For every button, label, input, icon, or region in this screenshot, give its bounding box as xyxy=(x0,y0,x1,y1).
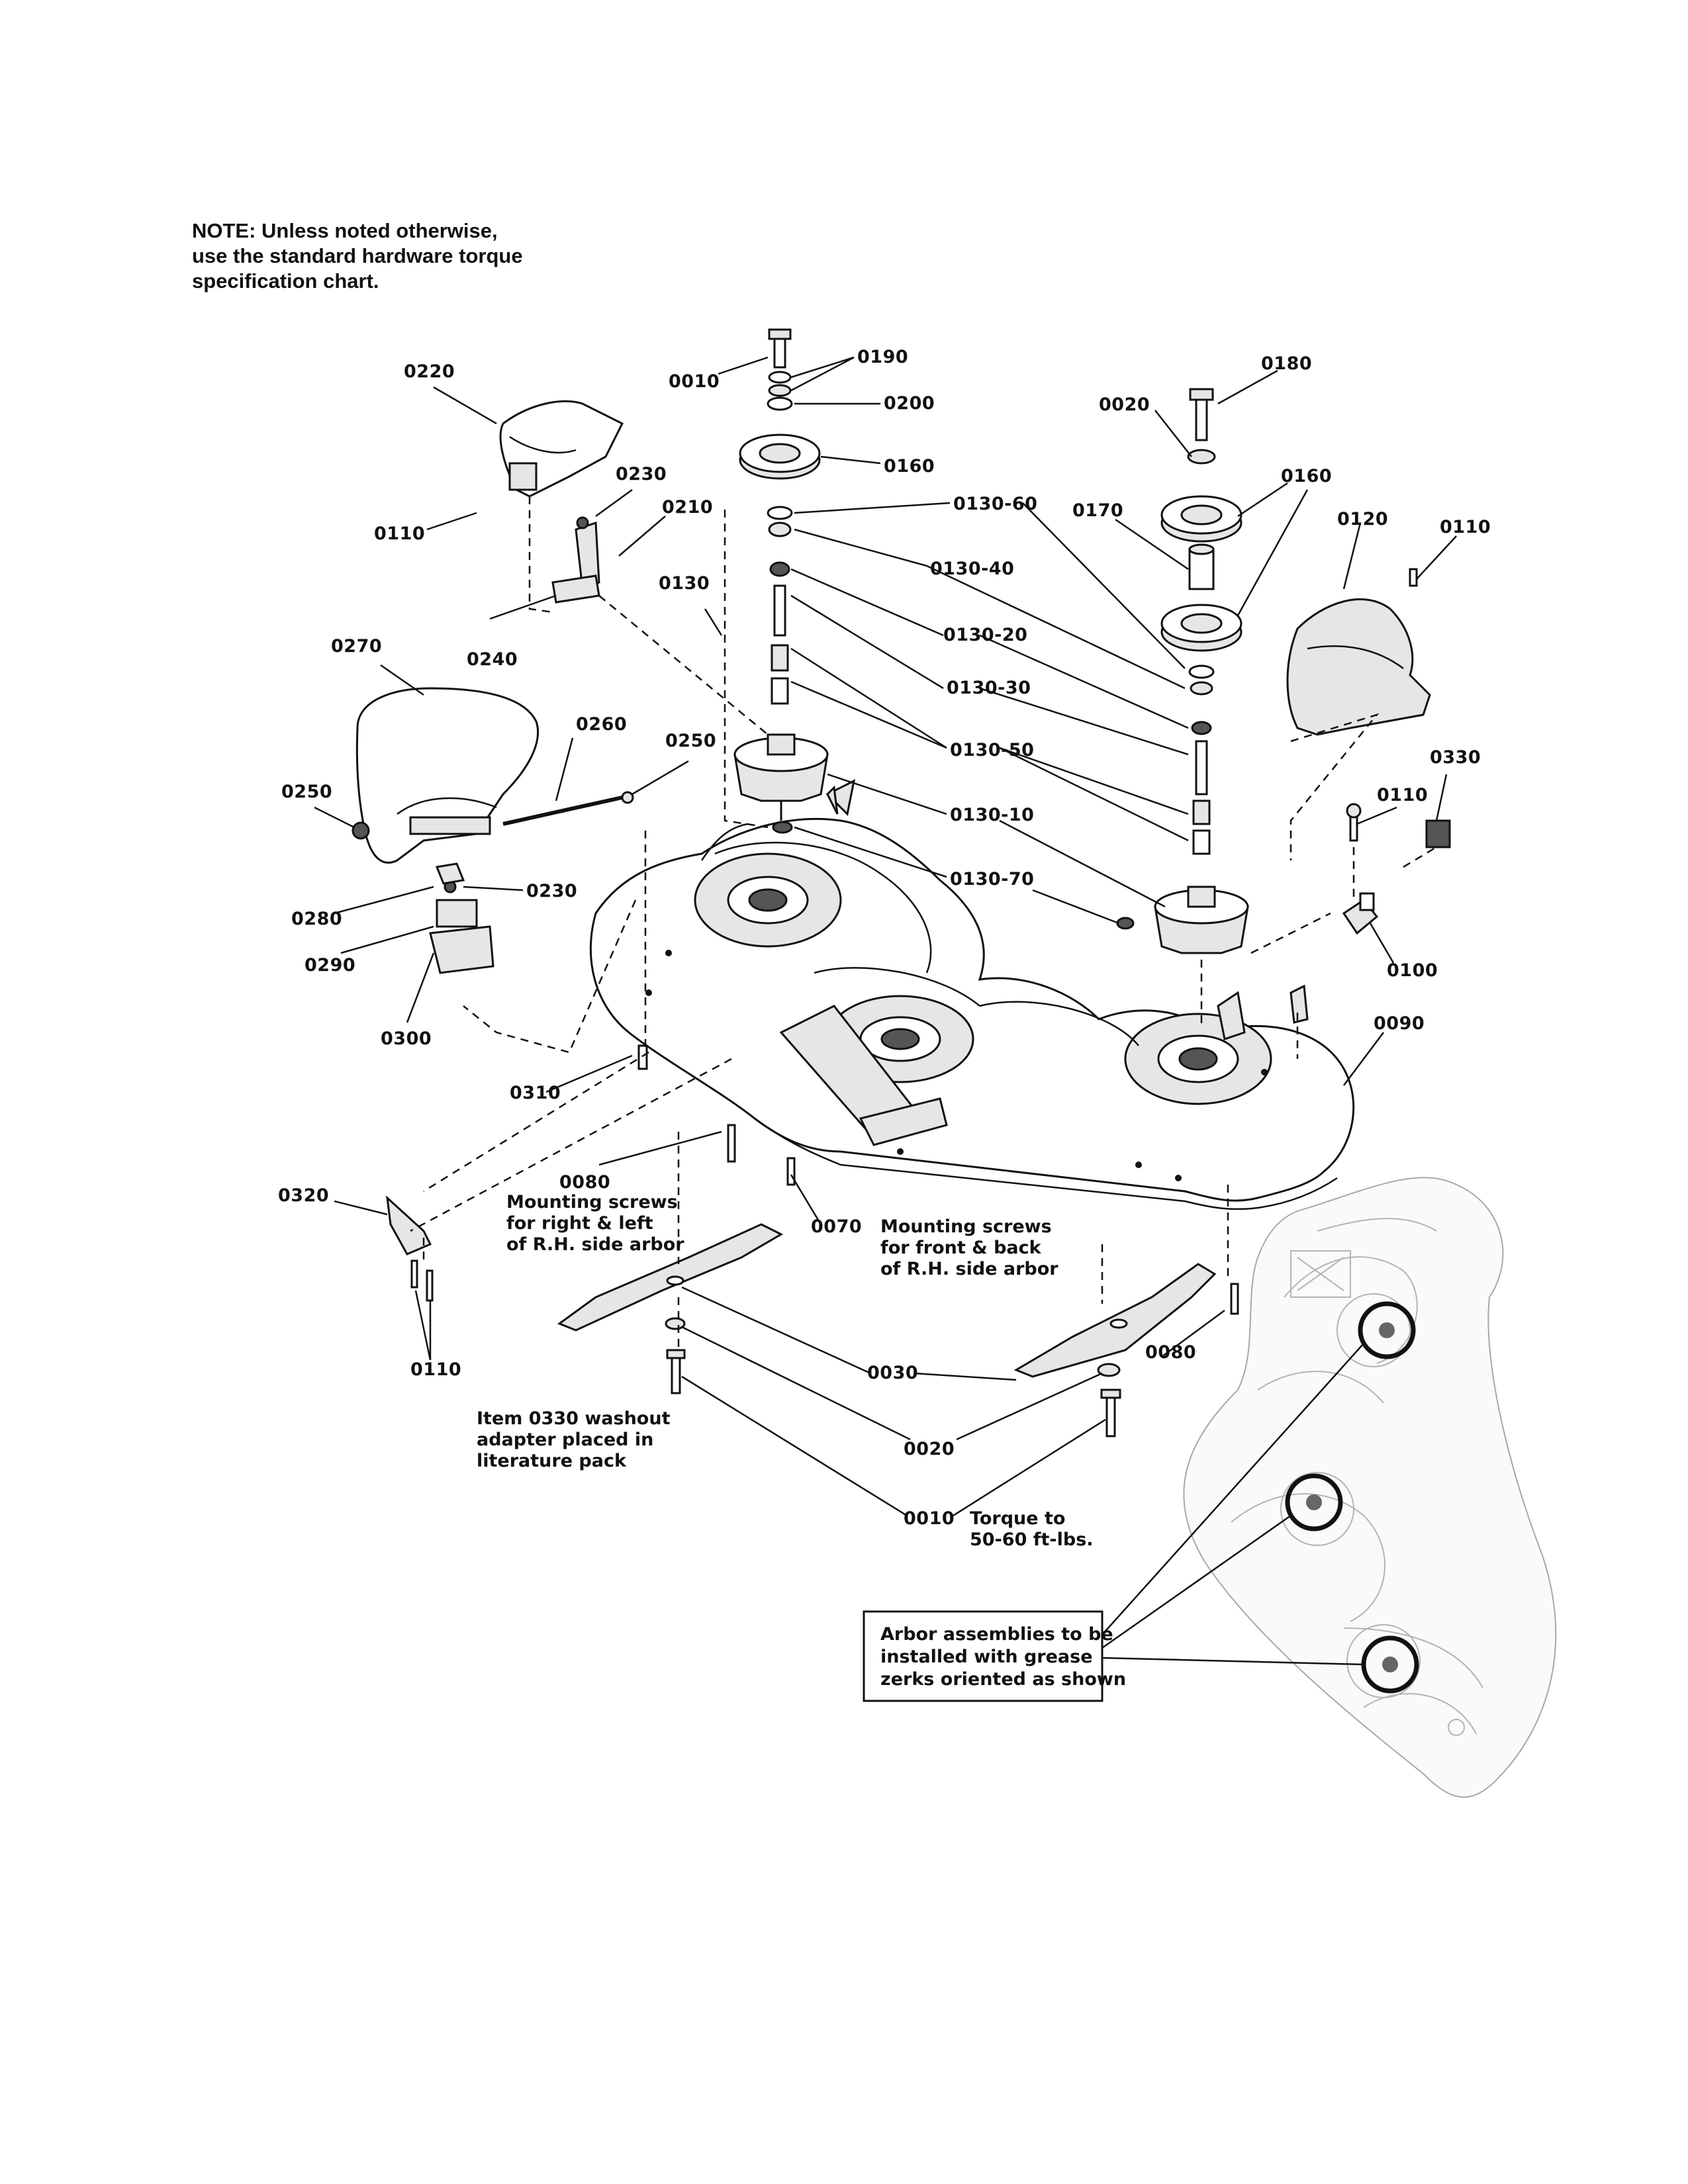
callout-0330: 0330 xyxy=(1430,747,1481,768)
callout-0080: 0080 xyxy=(559,1172,610,1193)
annotation-washout: Item 0330 washout xyxy=(477,1408,671,1429)
arbor-note-box xyxy=(863,1610,1103,1702)
callout-0130-60: 0130-60 xyxy=(953,494,1037,514)
bracket-0320 xyxy=(386,1195,434,1302)
callout-0130-30: 0130-30 xyxy=(947,678,1031,698)
callout-0110: 0110 xyxy=(1377,785,1428,805)
annotation-mounting-fb: Mounting screws xyxy=(880,1216,1052,1237)
callout-0130-50: 0130-50 xyxy=(950,740,1034,760)
callout-0160: 0160 xyxy=(884,456,935,477)
annotation-washout: literature pack xyxy=(477,1451,627,1471)
callout-labels: 0010 0190 0200 0160 0130-60 0130-40 0130… xyxy=(278,347,1491,1529)
bracket-0290-0300 xyxy=(429,862,494,974)
callout-0310: 0310 xyxy=(510,1083,561,1103)
mower-deck-housing xyxy=(589,779,1355,1210)
note-line: specification chart. xyxy=(192,269,379,293)
alignment-lines xyxy=(410,496,1437,1350)
annotation-mounting-rl: Mounting screws xyxy=(506,1192,678,1212)
callout-0130-20: 0130-20 xyxy=(943,625,1027,645)
callout-0110: 0110 xyxy=(374,523,425,544)
zerk-adapter-0100-0330 xyxy=(1342,568,1451,935)
callout-0280: 0280 xyxy=(291,909,342,929)
guard-0220 xyxy=(499,400,624,498)
hinge-rod-0260 xyxy=(502,791,634,826)
callout-0220: 0220 xyxy=(404,361,455,382)
chute-0270 xyxy=(352,687,539,864)
callout-0200: 0200 xyxy=(884,393,935,414)
callout-0100: 0100 xyxy=(1387,960,1438,981)
callout-0250: 0250 xyxy=(281,782,332,802)
annotation-mounting-fb: for front & back xyxy=(880,1238,1042,1258)
blades-0030 xyxy=(557,1223,1217,1378)
note-line: NOTE: Unless noted otherwise, xyxy=(192,219,498,242)
torque-note: NOTE: Unless noted otherwise, use the st… xyxy=(192,218,602,294)
annotation-mounting-fb: of R.H. side arbor xyxy=(880,1259,1058,1279)
callout-0250: 0250 xyxy=(665,731,716,751)
callout-0070: 0070 xyxy=(811,1216,862,1237)
annotation-torque: Torque to xyxy=(970,1508,1065,1529)
arbor-note-line: Arbor assemblies to be xyxy=(880,1624,1113,1645)
callout-0010: 0010 xyxy=(904,1508,955,1529)
callout-0160: 0160 xyxy=(1281,466,1332,486)
callout-0230: 0230 xyxy=(526,881,577,901)
annotation-mounting-rl: of R.H. side arbor xyxy=(506,1234,684,1255)
belt-cover-0120 xyxy=(1286,598,1431,736)
callout-0020: 0020 xyxy=(904,1439,955,1459)
annotation-mounting-rl: for right & left xyxy=(506,1213,653,1234)
callout-0130-70: 0130-70 xyxy=(950,869,1034,889)
deck-underside-inset xyxy=(1183,1177,1557,1798)
callout-0110: 0110 xyxy=(410,1359,461,1380)
grease-zerk-markers xyxy=(1102,1301,1419,1694)
note-line: use the standard hardware torque xyxy=(192,244,523,267)
callout-0020: 0020 xyxy=(1099,394,1150,415)
bracket-0210 xyxy=(551,516,600,604)
callout-0030: 0030 xyxy=(867,1363,918,1383)
leader-lines xyxy=(314,356,1457,1517)
right-spindle-stack xyxy=(1116,388,1249,954)
arbor-note-line: installed with grease xyxy=(880,1647,1093,1667)
arbor-note-line: zerks oriented as shown xyxy=(880,1669,1126,1690)
annotation-washout: adapter placed in xyxy=(477,1430,653,1450)
callout-0130: 0130 xyxy=(659,573,710,594)
callout-0230: 0230 xyxy=(616,464,667,484)
callout-0290: 0290 xyxy=(305,955,355,976)
callout-0010: 0010 xyxy=(669,371,720,392)
blade-hardware xyxy=(637,1044,1239,1437)
callout-0240: 0240 xyxy=(467,649,518,670)
callout-0120: 0120 xyxy=(1337,509,1388,529)
callout-0320: 0320 xyxy=(278,1185,329,1206)
annotation-torque: 50-60 ft-lbs. xyxy=(970,1529,1094,1550)
callout-0270: 0270 xyxy=(331,636,382,657)
left-spindle-stack xyxy=(733,328,839,834)
callout-0260: 0260 xyxy=(576,714,627,735)
callout-0130-10: 0130-10 xyxy=(950,805,1034,825)
callout-0090: 0090 xyxy=(1374,1013,1425,1034)
callout-0170: 0170 xyxy=(1072,500,1123,521)
callout-0190: 0190 xyxy=(857,347,908,367)
callout-0110: 0110 xyxy=(1440,517,1491,537)
annotations: Mounting screws for right & left of R.H.… xyxy=(477,1192,1126,1702)
callout-0180: 0180 xyxy=(1261,353,1312,374)
callout-0210: 0210 xyxy=(662,497,713,518)
callout-0130-40: 0130-40 xyxy=(930,559,1014,579)
callout-0080: 0080 xyxy=(1145,1342,1196,1363)
callout-0300: 0300 xyxy=(381,1028,432,1049)
